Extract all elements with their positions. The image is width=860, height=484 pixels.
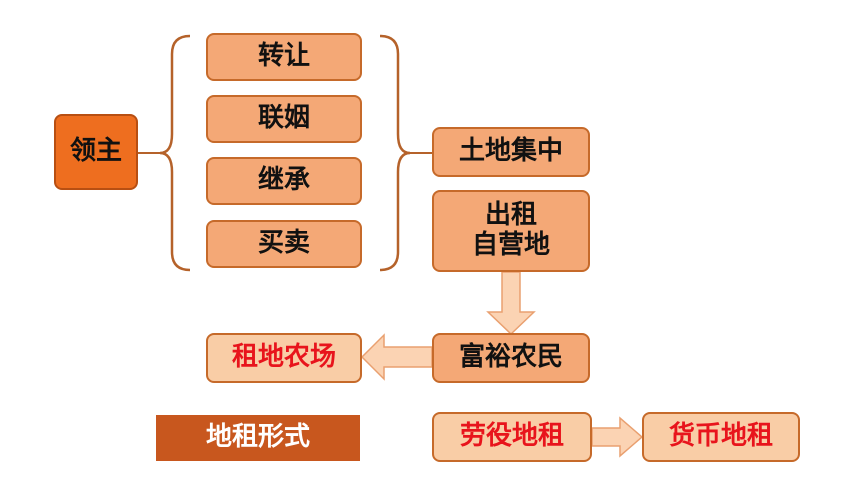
- method-purchase-box: 买卖: [206, 220, 362, 268]
- money-rent-label: 货币地租: [668, 421, 773, 452]
- rent-forms-banner: 地租形式: [156, 415, 360, 461]
- labor-rent-box: 劳役地租: [432, 412, 592, 462]
- lord-box: 领主: [54, 114, 138, 190]
- rent-out-box: 出租 自营地: [432, 190, 590, 272]
- rent-out-line1: 出租: [484, 200, 537, 231]
- method-transfer-label: 转让: [257, 41, 310, 72]
- money-rent-box: 货币地租: [642, 412, 800, 462]
- rent-forms-label: 地租形式: [205, 422, 310, 453]
- left-brace: [159, 34, 191, 272]
- rent-farm-box: 租地农场: [206, 333, 362, 383]
- method-transfer-box: 转让: [206, 33, 362, 81]
- rich-peasants-box: 富裕农民: [432, 333, 590, 383]
- rent-out-line2: 自营地: [471, 230, 550, 260]
- labor-rent-label: 劳役地租: [459, 421, 564, 452]
- method-inheritance-label: 继承: [257, 165, 310, 196]
- down-arrow: [486, 271, 536, 336]
- right-brace: [379, 34, 411, 272]
- land-concentration-box: 土地集中: [432, 127, 590, 177]
- lord-label: 领主: [69, 136, 122, 167]
- method-inheritance-box: 继承: [206, 157, 362, 205]
- method-purchase-label: 买卖: [257, 228, 310, 259]
- method-marriage-label: 联姻: [257, 103, 310, 134]
- rich-peasants-label: 富裕农民: [458, 342, 563, 373]
- rent-farm-label: 租地农场: [231, 342, 336, 373]
- left-arrow: [360, 333, 433, 381]
- land-concentration-label: 土地集中: [458, 136, 563, 167]
- right-arrow: [591, 416, 644, 458]
- method-marriage-box: 联姻: [206, 95, 362, 143]
